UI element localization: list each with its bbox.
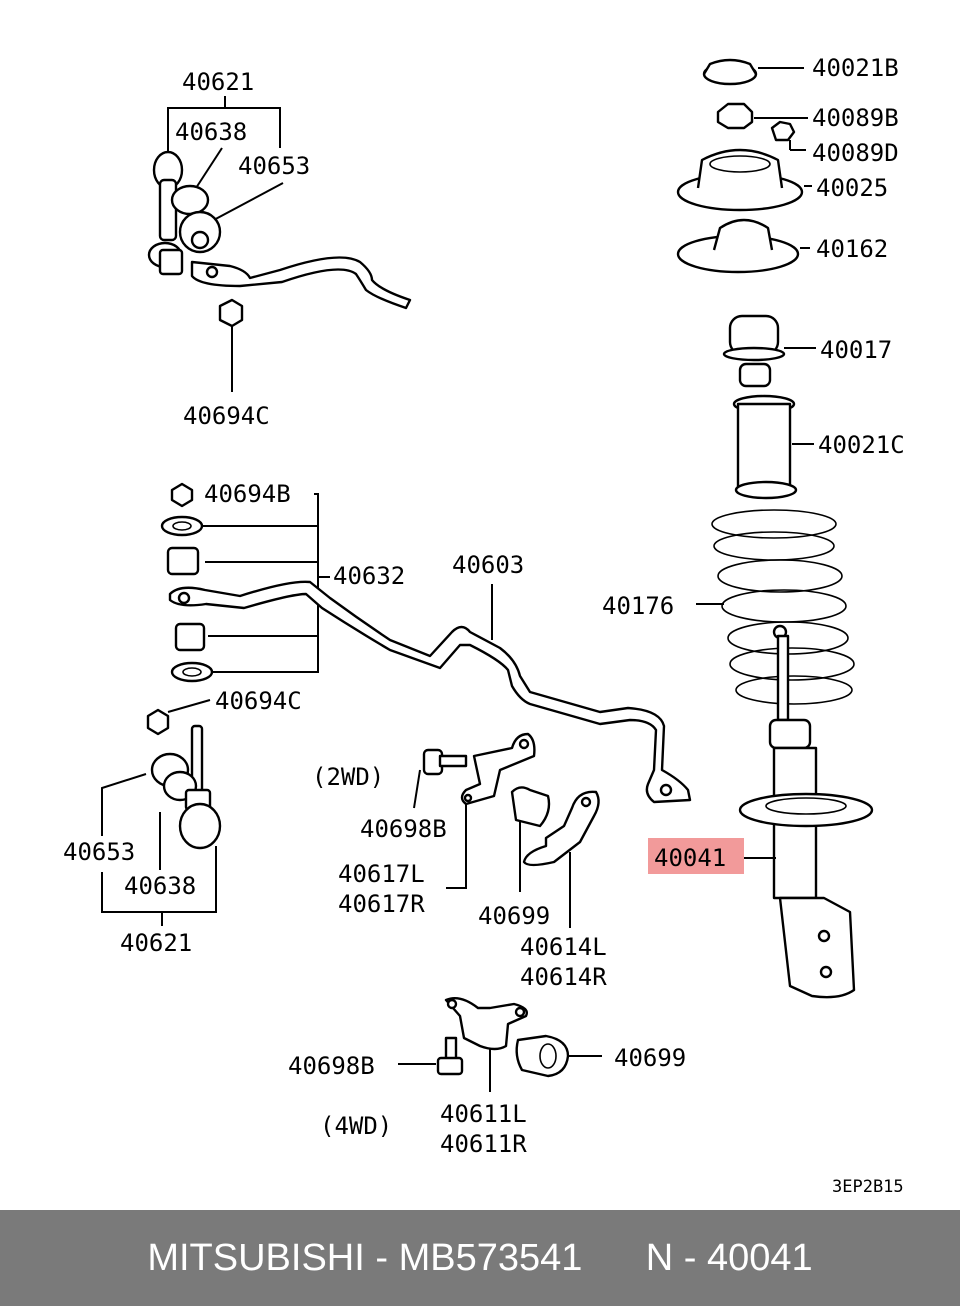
label-40614L: 40614L [520,933,607,961]
highlight-box [648,838,744,874]
footer-reference: N - 40041 [645,1236,813,1279]
label-40017: 40017 [820,336,892,364]
footer-gap [582,1237,645,1280]
label-40089B: 40089B [812,104,899,132]
label-40611L: 40611L [440,1100,527,1128]
drawing-code: 3EP2B15 [832,1177,904,1197]
label-40653-top: 40653 [238,152,310,180]
label-40698B-mid: 40698B [360,815,447,843]
bracket-2wd [413,732,600,928]
label-40025: 40025 [816,174,888,202]
label-40603: 40603 [452,551,524,579]
label-40617L: 40617L [338,860,425,888]
bracket-4wd [398,997,602,1092]
label-40617R: 40617R [338,890,425,918]
label-40089D: 40089D [812,139,899,167]
label-40694C-top: 40694C [183,402,270,430]
label-40699-bot: 40699 [614,1044,686,1072]
label-40162: 40162 [816,235,888,263]
label-40638-top: 40638 [175,118,247,146]
strut-assembly [676,58,874,999]
label-40621-bot: 40621 [120,929,192,957]
footer-part-number: MITSUBISHI - MB573541 [147,1236,583,1279]
label-40653-bot: 40653 [63,838,135,866]
label-40694B: 40694B [204,480,291,508]
label-40614R: 40614R [520,963,607,991]
label-40176: 40176 [602,592,674,620]
label-40632: 40632 [333,562,405,590]
label-40699-mid: 40699 [478,902,550,930]
label-40621-top: 40621 [182,68,254,96]
stabilizer-stack [146,482,692,804]
label-4wd: (4WD) [320,1112,392,1140]
footer-bar: MITSUBISHI - MB573541 N - 40041 [0,1210,960,1306]
label-40698B-bot: 40698B [288,1052,375,1080]
link-assembly-top [147,96,412,392]
label-40021B: 40021B [812,54,899,82]
label-40021C: 40021C [818,431,905,459]
label-2wd: (2WD) [312,763,384,791]
label-40694C-mid: 40694C [215,687,302,715]
link-assembly-bottom [101,724,222,926]
label-40638-bot: 40638 [124,872,196,900]
parts-diagram: 40621 40638 40653 40694C 40694B 40632 40… [63,54,905,1197]
label-40611R: 40611R [440,1130,527,1158]
label-40041: 40041 [654,844,726,872]
